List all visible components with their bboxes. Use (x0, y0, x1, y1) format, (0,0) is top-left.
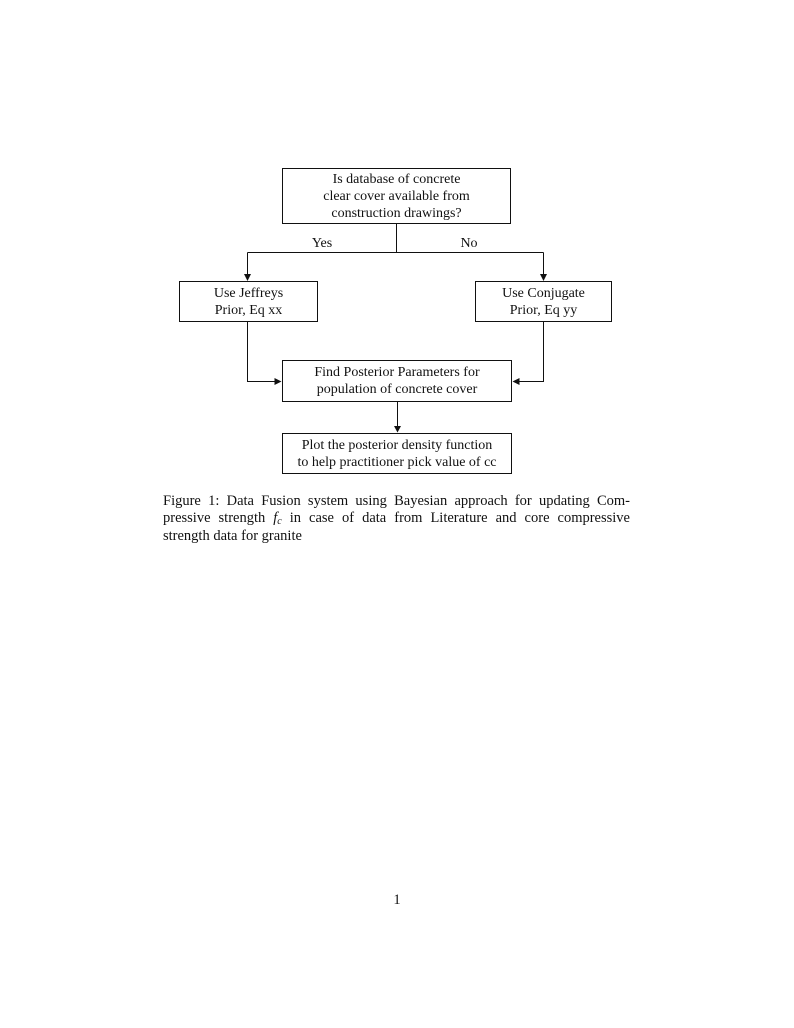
flowchart-node-plot-density: Plot the posterior density function to h… (282, 433, 512, 474)
node-text-line: Is database of concrete (332, 171, 461, 187)
caption-line-3: strength data for granite (163, 527, 302, 544)
node-text-line: population of concrete cover (316, 382, 478, 397)
edge-label-yes: Yes (311, 236, 333, 251)
figure-caption: Figure 1: Data Fusion system using Bayes… (163, 493, 630, 545)
connector-jeffreys-to-posterior (247, 322, 275, 382)
node-text-line: Find Posterior Parameters for (314, 365, 480, 380)
arrowhead-yes (244, 274, 251, 281)
flowchart-node-jeffreys-prior: Use Jeffreys Prior, Eq xx (179, 281, 318, 322)
node-text-line: clear cover available from (323, 188, 470, 204)
arrowhead-posterior (394, 426, 401, 433)
caption-math-fc: fc (273, 510, 282, 528)
node-text-line: Prior, Eq yy (509, 302, 578, 318)
edge-label-no: No (460, 236, 478, 251)
arrowhead-jeffreys (274, 378, 282, 385)
connector-conjugate-to-posterior (518, 322, 544, 382)
flowchart-node-conjugate-prior: Use Conjugate Prior, Eq yy (475, 281, 612, 322)
arrowhead-conjugate (512, 378, 520, 385)
flowchart-node-decision: Is database of concrete clear cover avai… (282, 168, 511, 224)
node-text-line: Prior, Eq xx (214, 302, 283, 318)
node-text-line: Use Conjugate (502, 285, 585, 301)
node-text-line: Use Jeffreys (213, 285, 284, 301)
node-text-line: Plot the posterior density function (301, 437, 493, 453)
caption-line2-post: in case of data from Literature and core… (289, 510, 630, 527)
caption-line-2: pressive strength fc in case of data fro… (163, 510, 630, 527)
node-text-line: to help practitioner pick value of cc (297, 454, 497, 470)
flowchart-node-find-posterior: Find Posterior Parameters for population… (282, 360, 512, 402)
node-text-line: construction drawings? (331, 205, 462, 221)
arrowhead-no (540, 274, 547, 281)
page-number: 1 (393, 892, 401, 908)
caption-line2-pre: pressive strength (163, 510, 274, 527)
caption-line-1: Figure 1: Data Fusion system using Bayes… (163, 493, 630, 509)
